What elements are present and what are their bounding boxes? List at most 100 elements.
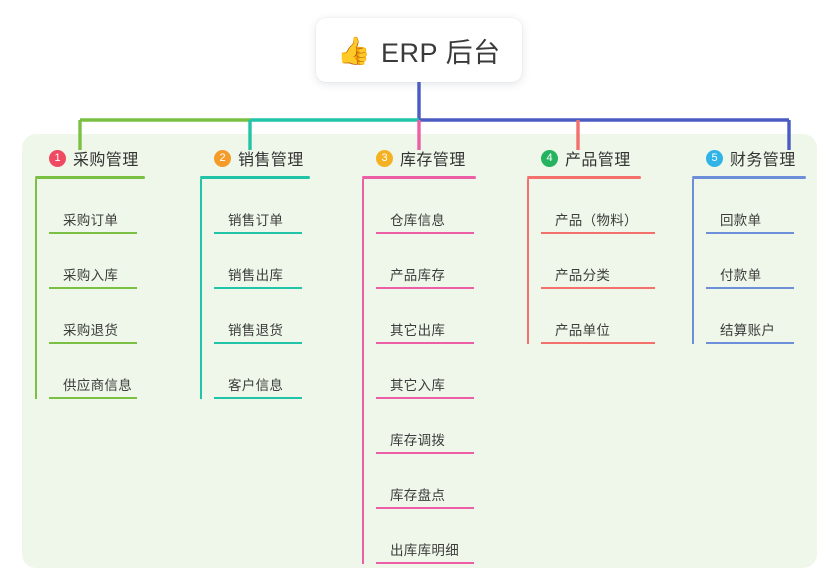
leaf-node-label: 其它入库 bbox=[390, 378, 446, 393]
leaf-node[interactable]: 其它出库 bbox=[376, 289, 476, 344]
leaf-node-label: 客户信息 bbox=[228, 378, 284, 393]
column-stem-5 bbox=[692, 179, 694, 344]
diagram-background-panel bbox=[22, 134, 817, 568]
leaf-node-rule bbox=[706, 232, 794, 234]
leaf-node-label: 销售退货 bbox=[228, 323, 284, 338]
leaf-node[interactable]: 结算账户 bbox=[706, 289, 806, 344]
column-title-4: 产品管理 bbox=[565, 152, 631, 169]
leaf-node-rule bbox=[706, 287, 794, 289]
leaf-node[interactable]: 产品库存 bbox=[376, 234, 476, 289]
column-1: 1 采购管理采购订单采购入库采购退货供应商信息 bbox=[35, 146, 145, 399]
leaf-node-rule bbox=[376, 232, 474, 234]
leaf-node-rule bbox=[376, 562, 474, 564]
leaf-node[interactable]: 销售退货 bbox=[214, 289, 310, 344]
column-badge-4: 4 bbox=[541, 149, 558, 167]
column-items-4: 产品（物料） 产品分类产品单位 bbox=[527, 179, 655, 344]
leaf-node[interactable]: 供应商信息 bbox=[49, 344, 145, 399]
column-stem-4 bbox=[527, 179, 529, 344]
column-header-1[interactable]: 1 采购管理 bbox=[35, 146, 145, 170]
leaf-node-label: 采购入库 bbox=[63, 268, 119, 283]
column-badge-2: 2 bbox=[214, 149, 231, 167]
column-4: 4 产品管理产品（物料） 产品分类产品单位 bbox=[527, 146, 655, 344]
leaf-node-rule bbox=[49, 342, 137, 344]
root-node-title: ERP 后台 bbox=[381, 37, 501, 68]
column-items-3: 仓库信息产品库存其它出库其它入库库存调拨库存盘点出库库明细 bbox=[362, 179, 476, 564]
leaf-node[interactable]: 库存调拨 bbox=[376, 399, 476, 454]
leaf-node[interactable]: 销售出库 bbox=[214, 234, 310, 289]
column-badge-5: 5 bbox=[706, 149, 723, 167]
leaf-node-rule bbox=[376, 397, 474, 399]
column-header-4[interactable]: 4 产品管理 bbox=[527, 146, 641, 170]
leaf-node[interactable]: 出库库明细 bbox=[376, 509, 476, 564]
leaf-node-label: 产品（物料） bbox=[555, 213, 638, 228]
column-rule-2 bbox=[200, 176, 310, 179]
leaf-node-rule bbox=[214, 232, 302, 234]
leaf-node[interactable]: 回款单 bbox=[706, 179, 806, 234]
leaf-node[interactable]: 采购订单 bbox=[49, 179, 145, 234]
leaf-node-rule bbox=[706, 342, 794, 344]
leaf-node-label: 库存调拨 bbox=[390, 433, 446, 448]
column-stem-2 bbox=[200, 179, 202, 399]
column-3: 3 库存管理仓库信息产品库存其它出库其它入库库存调拨库存盘点出库库明细 bbox=[362, 146, 476, 564]
leaf-node-label: 销售订单 bbox=[228, 213, 284, 228]
column-header-2[interactable]: 2 销售管理 bbox=[200, 146, 310, 170]
column-5: 5 财务管理回款单付款单结算账户 bbox=[692, 146, 806, 344]
column-rule-4 bbox=[527, 176, 641, 179]
leaf-node-rule bbox=[376, 287, 474, 289]
leaf-node[interactable]: 其它入库 bbox=[376, 344, 476, 399]
column-rule-1 bbox=[35, 176, 145, 179]
leaf-node-label: 产品分类 bbox=[555, 268, 611, 283]
column-items-2: 销售订单销售出库销售退货客户信息 bbox=[200, 179, 310, 399]
leaf-node[interactable]: 产品单位 bbox=[541, 289, 655, 344]
column-badge-3: 3 bbox=[376, 149, 393, 167]
column-header-5[interactable]: 5 财务管理 bbox=[692, 146, 806, 170]
leaf-node-rule bbox=[541, 287, 655, 289]
leaf-node-rule bbox=[49, 232, 137, 234]
leaf-node[interactable]: 产品（物料） bbox=[541, 179, 655, 234]
column-rule-5 bbox=[692, 176, 806, 179]
leaf-node-label: 其它出库 bbox=[390, 323, 446, 338]
leaf-node-label: 供应商信息 bbox=[63, 378, 132, 393]
column-header-3[interactable]: 3 库存管理 bbox=[362, 146, 476, 170]
leaf-node-label: 付款单 bbox=[720, 268, 762, 283]
column-stem-1 bbox=[35, 179, 37, 399]
leaf-node-rule bbox=[49, 397, 137, 399]
leaf-node-label: 出库库明细 bbox=[390, 543, 459, 558]
leaf-node[interactable]: 采购退货 bbox=[49, 289, 145, 344]
leaf-node-label: 回款单 bbox=[720, 213, 762, 228]
leaf-node-label: 采购订单 bbox=[63, 213, 119, 228]
leaf-node-rule bbox=[376, 507, 474, 509]
leaf-node-label: 产品单位 bbox=[555, 323, 611, 338]
column-2: 2 销售管理销售订单销售出库销售退货客户信息 bbox=[200, 146, 310, 399]
column-title-5: 财务管理 bbox=[730, 152, 796, 169]
leaf-node[interactable]: 客户信息 bbox=[214, 344, 310, 399]
leaf-node-rule bbox=[214, 397, 302, 399]
column-title-2: 销售管理 bbox=[238, 152, 304, 169]
leaf-node-label: 结算账户 bbox=[720, 323, 776, 338]
leaf-node[interactable]: 付款单 bbox=[706, 234, 806, 289]
column-title-1: 采购管理 bbox=[73, 152, 139, 169]
leaf-node-rule bbox=[49, 287, 137, 289]
leaf-node[interactable]: 产品分类 bbox=[541, 234, 655, 289]
leaf-node-label: 库存盘点 bbox=[390, 488, 446, 503]
leaf-node-label: 采购退货 bbox=[63, 323, 119, 338]
leaf-node[interactable]: 销售订单 bbox=[214, 179, 310, 234]
leaf-node-label: 产品库存 bbox=[390, 268, 446, 283]
leaf-node-rule bbox=[376, 452, 474, 454]
leaf-node-rule bbox=[376, 342, 474, 344]
leaf-node[interactable]: 库存盘点 bbox=[376, 454, 476, 509]
column-rule-3 bbox=[362, 176, 476, 179]
column-title-3: 库存管理 bbox=[400, 152, 466, 169]
root-node-erp-backend[interactable]: 👍 ERP 后台 bbox=[316, 18, 522, 82]
leaf-node[interactable]: 仓库信息 bbox=[376, 179, 476, 234]
leaf-node-rule bbox=[541, 232, 655, 234]
thumbs-up-icon: 👍 bbox=[337, 35, 372, 66]
leaf-node[interactable]: 采购入库 bbox=[49, 234, 145, 289]
leaf-node-rule bbox=[214, 287, 302, 289]
leaf-node-label: 销售出库 bbox=[228, 268, 284, 283]
column-badge-1: 1 bbox=[49, 149, 66, 167]
leaf-node-rule bbox=[541, 342, 655, 344]
leaf-node-rule bbox=[214, 342, 302, 344]
column-items-5: 回款单付款单结算账户 bbox=[692, 179, 806, 344]
